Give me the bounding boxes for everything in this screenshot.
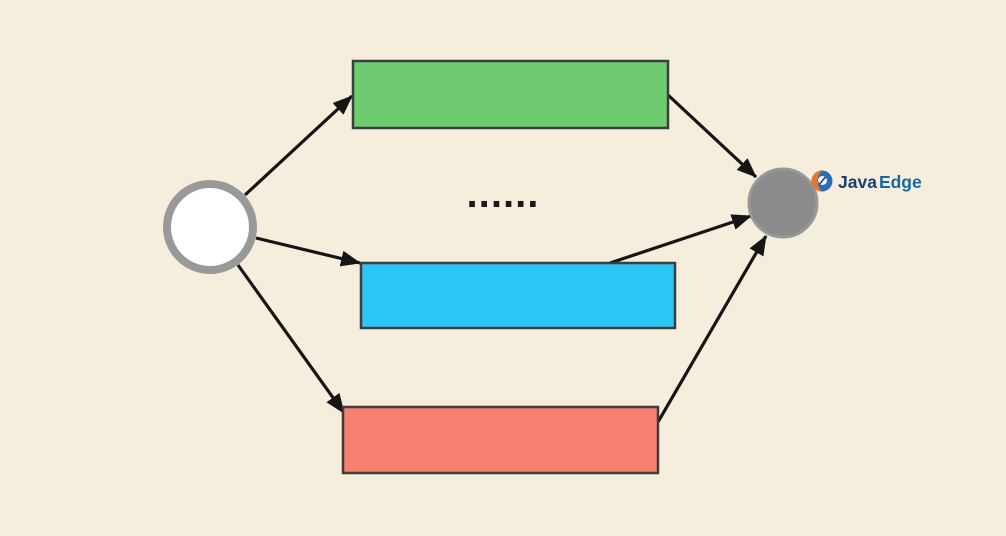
javaedge-logo-stripe — [818, 176, 827, 185]
sink-node — [747, 167, 819, 239]
source-node — [163, 180, 257, 274]
ellipsis-text: ...... — [466, 177, 539, 215]
edge-source-to-green — [243, 94, 354, 197]
edge-green-to-sink — [666, 93, 758, 179]
worker-node-red — [341, 405, 660, 475]
worker-node-green — [351, 59, 670, 130]
worker-node-blue — [359, 261, 677, 330]
edge-source-to-blue — [255, 236, 361, 267]
javaedge-logo-icon — [811, 170, 833, 192]
edge-red-to-sink — [656, 235, 768, 423]
javaedge-text-java: Java — [838, 172, 877, 192]
edge-blue-to-sink — [609, 214, 752, 265]
javaedge-logo-orange-swirl — [811, 170, 822, 192]
javaedge-text-edge: Edge — [879, 172, 922, 192]
edge-source-to-red — [236, 264, 346, 414]
